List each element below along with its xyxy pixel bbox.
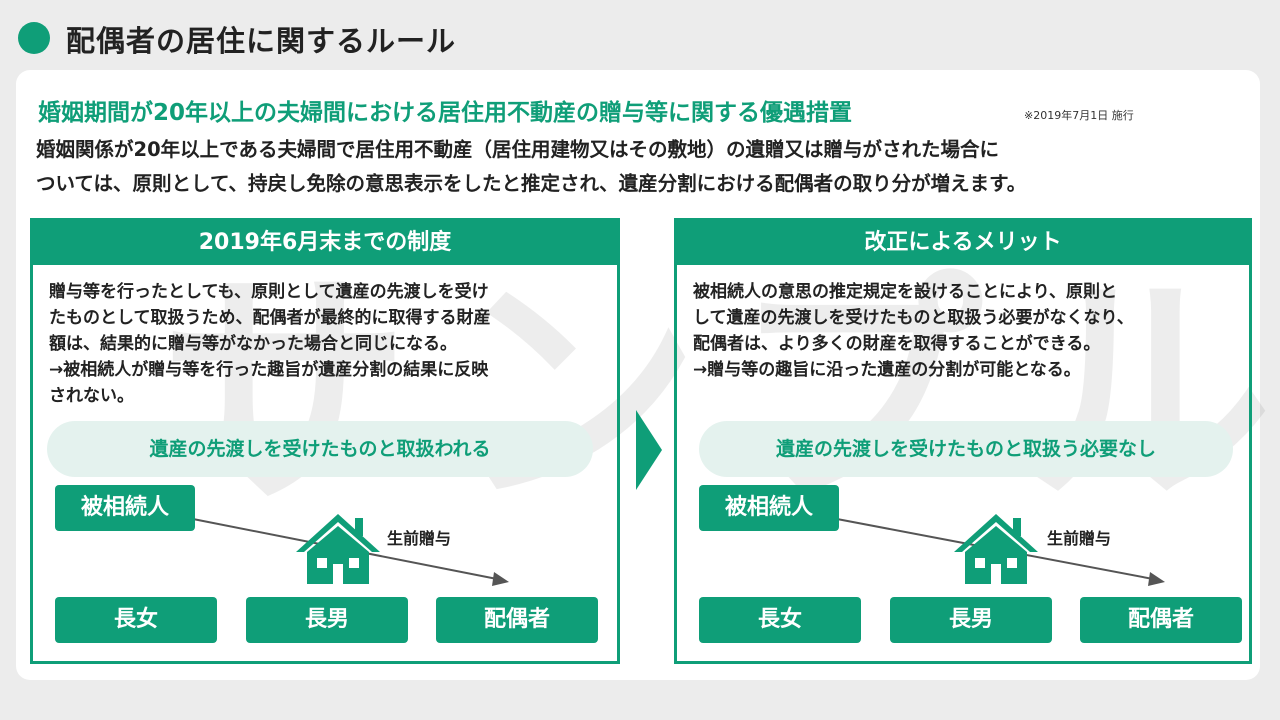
- text-line: して遺産の先渡しを受けたものと取扱う必要がなくなり、: [693, 308, 1134, 328]
- page-title: 配偶者の居住に関するルール: [66, 24, 457, 58]
- intro-line: 婚姻関係が20年以上である夫婦間で居住用不動産（居住用建物又はその敷地）の遺贈又…: [36, 138, 999, 161]
- panel-after-reform: 改正によるメリット 被相続人の意思の推定規定を設けることにより、原則と して遺産…: [674, 218, 1252, 664]
- content-card: [16, 70, 1260, 680]
- decedent-badge: 被相続人: [55, 485, 195, 531]
- decedent-badge: 被相続人: [699, 485, 839, 531]
- heir-eldest-daughter: 長女: [699, 597, 861, 643]
- panel-after-title: 改正によるメリット: [677, 221, 1249, 265]
- text-line: →贈与等の趣旨に沿った遺産の分割が可能となる。: [693, 360, 1081, 380]
- panel-before-title: 2019年6月末までの制度: [33, 221, 617, 265]
- text-line: 被相続人の意思の推定規定を設けることにより、原則と: [693, 282, 1117, 302]
- text-line: →被相続人が贈与等を行った趣旨が遺産分割の結果に反映: [49, 360, 489, 380]
- panel-before-text: 贈与等を行ったとしても、原則として遺産の先渡しを受け たものとして取扱うため、配…: [49, 279, 617, 409]
- text-line: 贈与等を行ったとしても、原則として遺産の先渡しを受け: [49, 282, 489, 302]
- gift-label: 生前贈与: [1047, 529, 1112, 548]
- arrow-right-icon: [636, 410, 662, 490]
- heir-eldest-daughter: 長女: [55, 597, 217, 643]
- intro-text: 婚姻関係が20年以上である夫婦間で居住用不動産（居住用建物又はその敷地）の遺贈又…: [36, 133, 1256, 201]
- heir-eldest-son: 長男: [246, 597, 408, 643]
- heir-spouse: 配偶者: [436, 597, 598, 643]
- heir-eldest-son: 長男: [890, 597, 1052, 643]
- title-bullet-icon: [18, 22, 50, 54]
- text-line: 額は、結果的に贈与等がなかった場合と同じになる。: [49, 334, 457, 354]
- before-result-pill: 遺産の先渡しを受けたものと取扱われる: [47, 421, 593, 477]
- house-icon: [296, 514, 380, 584]
- text-line: されない。: [49, 386, 134, 406]
- panel-before-reform: 2019年6月末までの制度 贈与等を行ったとしても、原則として遺産の先渡しを受け…: [30, 218, 620, 664]
- text-line: 配偶者は、より多くの財産を取得することができる。: [693, 334, 1101, 354]
- heir-spouse: 配偶者: [1080, 597, 1242, 643]
- main-heading: 婚姻期間が20年以上の夫婦間における居住用不動産の贈与等に関する優遇措置: [38, 100, 853, 126]
- after-result-pill: 遺産の先渡しを受けたものと取扱う必要なし: [699, 421, 1233, 477]
- house-icon: [954, 514, 1038, 584]
- intro-line: ついては、原則として、持戻し免除の意思表示をしたと推定され、遺産分割における配偶…: [36, 172, 1027, 195]
- gift-label: 生前贈与: [387, 529, 452, 548]
- effective-date-note: ※2019年7月1日 施行: [1024, 109, 1134, 122]
- text-line: たものとして取扱うため、配偶者が最終的に取得する財産: [49, 308, 491, 328]
- panel-after-text: 被相続人の意思の推定規定を設けることにより、原則と して遺産の先渡しを受けたもの…: [693, 279, 1249, 383]
